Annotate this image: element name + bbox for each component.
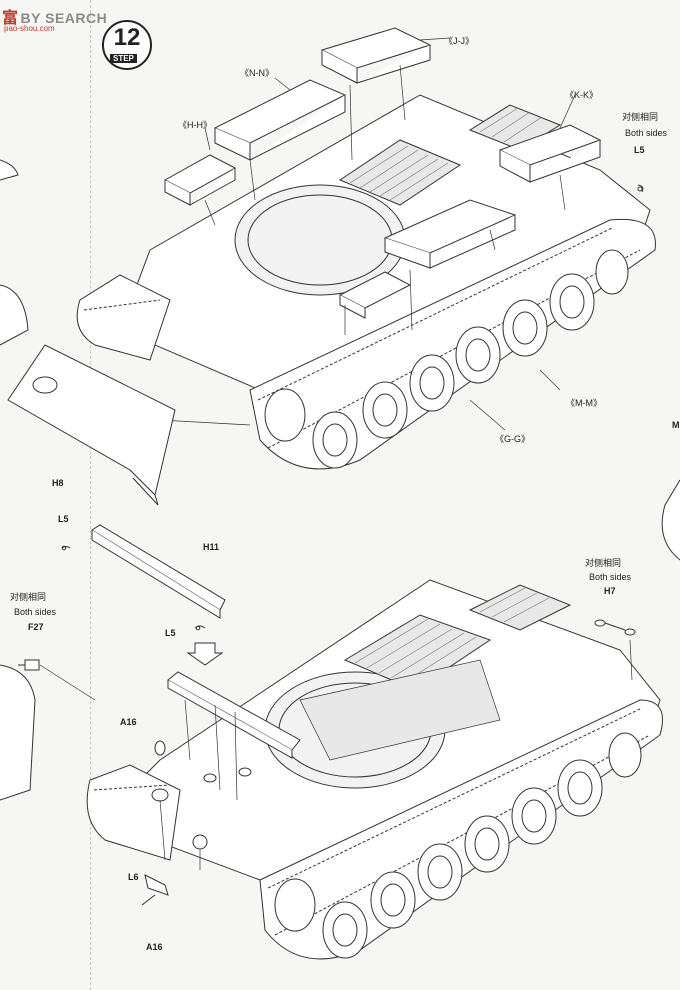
label-l6: L6	[128, 872, 139, 882]
bottom-road-wheels	[274, 732, 642, 959]
label-l5-a: L5	[58, 514, 69, 524]
step-label: STEP	[110, 54, 137, 63]
label-both-sides-cn-right: 对侧相同	[585, 558, 622, 568]
label-both-sides-en-left: Both sides	[14, 607, 57, 617]
part-h11-bar	[91, 524, 226, 619]
label-l5-b: L5	[165, 628, 176, 638]
label-m-edge: M	[672, 420, 680, 430]
label-nn: 《N-N》	[240, 68, 274, 78]
part-l5-top	[637, 184, 644, 193]
stowage-box-kk	[498, 124, 602, 183]
label-h8: H8	[52, 478, 64, 488]
label-f27: F27	[28, 622, 44, 632]
stowage-box-nn	[213, 79, 347, 161]
label-h7: H7	[604, 586, 616, 596]
leader-lines-top	[159, 37, 576, 431]
label-a16-a: A16	[120, 717, 137, 727]
label-h11: H11	[203, 542, 220, 552]
bottom-hull	[86, 579, 663, 960]
left-partial-part	[0, 159, 19, 181]
step-number: 12	[113, 24, 141, 51]
left-partial-bottom	[0, 664, 36, 801]
part-front-rail	[167, 671, 301, 759]
watermark-en: BY SEARCH	[20, 10, 108, 26]
stowage-box-jj	[320, 27, 432, 84]
label-both-sides-cn-top: 对侧相同	[622, 112, 659, 122]
stowage-box-hh	[163, 154, 237, 206]
part-f27	[18, 659, 40, 671]
left-partial-track	[0, 284, 29, 346]
top-road-wheels	[264, 249, 629, 469]
watermark-cn: 富	[2, 10, 19, 27]
part-a16-l6	[141, 740, 252, 906]
part-l5-pins	[61, 545, 206, 631]
right-partial-part	[661, 479, 680, 561]
step-badge: 12 STEP	[102, 20, 152, 70]
leader-lines-bottom	[39, 639, 633, 870]
watermark-url: pao-shou.com	[4, 24, 55, 33]
label-l5-top: L5	[634, 145, 645, 155]
part-h8-plate	[7, 344, 176, 506]
stowage-box-gg	[338, 199, 517, 319]
label-both-sides-cn-left: 对侧相同	[10, 592, 47, 602]
label-kk: 《K-K》	[565, 90, 599, 100]
label-a16-b: A16	[146, 942, 163, 952]
fold-line	[90, 0, 91, 990]
label-gg: 《G-G》	[495, 434, 530, 444]
label-jj: 《J-J》	[444, 36, 474, 46]
part-h7-link	[594, 619, 636, 636]
label-both-sides-en-right: Both sides	[589, 572, 632, 582]
label-both-sides-en-top: Both sides	[625, 128, 668, 138]
down-arrow-icon	[186, 642, 224, 666]
label-hh: 《H-H》	[178, 120, 212, 130]
label-mm: 《M-M》	[566, 398, 602, 408]
